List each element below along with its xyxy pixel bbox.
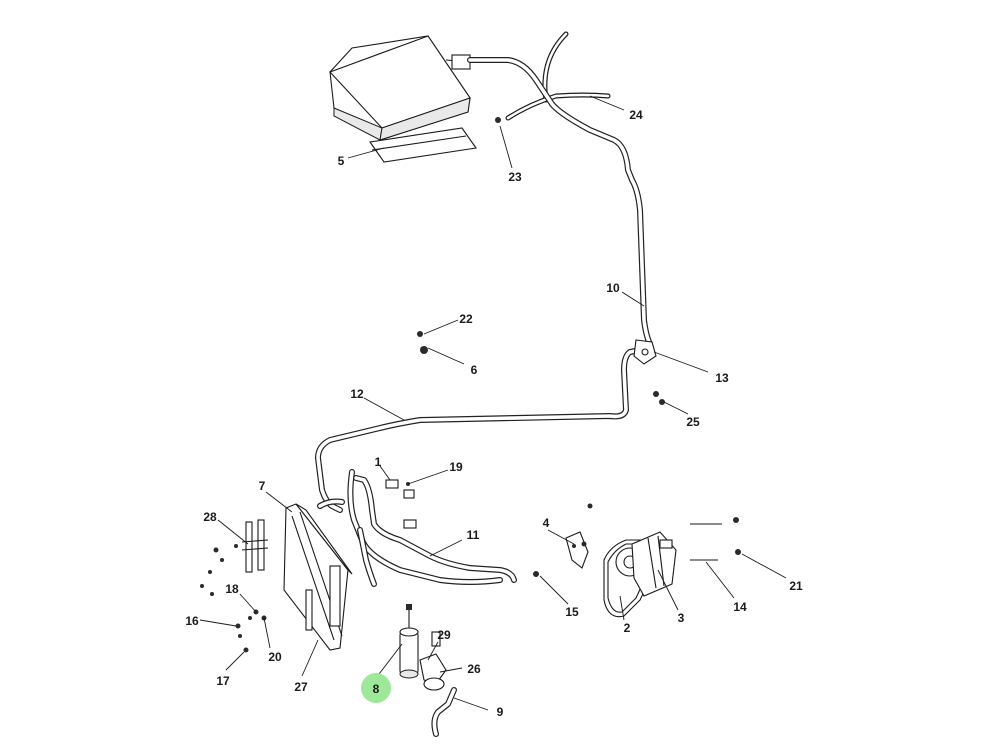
callout-19[interactable]: 19: [449, 460, 463, 474]
receiver-drier[interactable]: [399, 604, 419, 679]
callout-26[interactable]: 26: [467, 662, 481, 676]
callout-4[interactable]: 4: [542, 516, 550, 530]
callout-6[interactable]: 6: [470, 363, 478, 377]
callout-28[interactable]: 28: [203, 510, 217, 524]
callout-17[interactable]: 17: [216, 674, 230, 688]
compressor-bolts[interactable]: [690, 517, 741, 561]
callout-12[interactable]: 12: [350, 387, 364, 401]
callout-25[interactable]: 25: [686, 415, 700, 429]
selected-part-highlight: [361, 673, 391, 703]
callout-9[interactable]: 9: [496, 705, 504, 719]
callout-22[interactable]: 22: [459, 312, 473, 326]
callout-13[interactable]: 13: [715, 371, 729, 385]
compressor[interactable]: [615, 531, 677, 597]
callout-21[interactable]: 21: [789, 579, 803, 593]
small-hardware[interactable]: [200, 117, 665, 653]
evaporator-box[interactable]: [329, 35, 477, 163]
bracket-28[interactable]: [241, 519, 269, 573]
callout-11[interactable]: 11: [466, 528, 480, 542]
callout-27[interactable]: 27: [294, 680, 308, 694]
callout-10[interactable]: 10: [606, 281, 620, 295]
callout-24[interactable]: 24: [629, 108, 643, 122]
callout-1[interactable]: 1: [374, 455, 382, 469]
callout-7[interactable]: 7: [258, 479, 266, 493]
callout-2[interactable]: 2: [623, 621, 631, 635]
fitting-13[interactable]: [633, 339, 657, 365]
callout-29[interactable]: 29: [437, 628, 451, 642]
callout-20[interactable]: 20: [268, 650, 282, 664]
hoses-top[interactable]: [505, 31, 611, 121]
pipe-12[interactable]: [315, 347, 643, 513]
pipe-9[interactable]: [431, 687, 457, 737]
callout-15[interactable]: 15: [565, 605, 579, 619]
condenser[interactable]: [283, 503, 353, 651]
pressure-switch[interactable]: [419, 631, 447, 691]
callout-16[interactable]: 16: [185, 614, 199, 628]
callout-14[interactable]: 14: [733, 600, 747, 614]
callout-5[interactable]: 5: [337, 154, 345, 168]
callout-8[interactable]: 8: [372, 682, 380, 696]
callout-23[interactable]: 23: [508, 170, 522, 184]
bracket-4[interactable]: [565, 531, 589, 569]
callout-18[interactable]: 18: [225, 582, 239, 596]
callout-3[interactable]: 3: [677, 611, 685, 625]
pipe-11[interactable]: [317, 469, 517, 587]
leader-lines: [199, 95, 787, 711]
pipe-10[interactable]: [467, 57, 653, 347]
